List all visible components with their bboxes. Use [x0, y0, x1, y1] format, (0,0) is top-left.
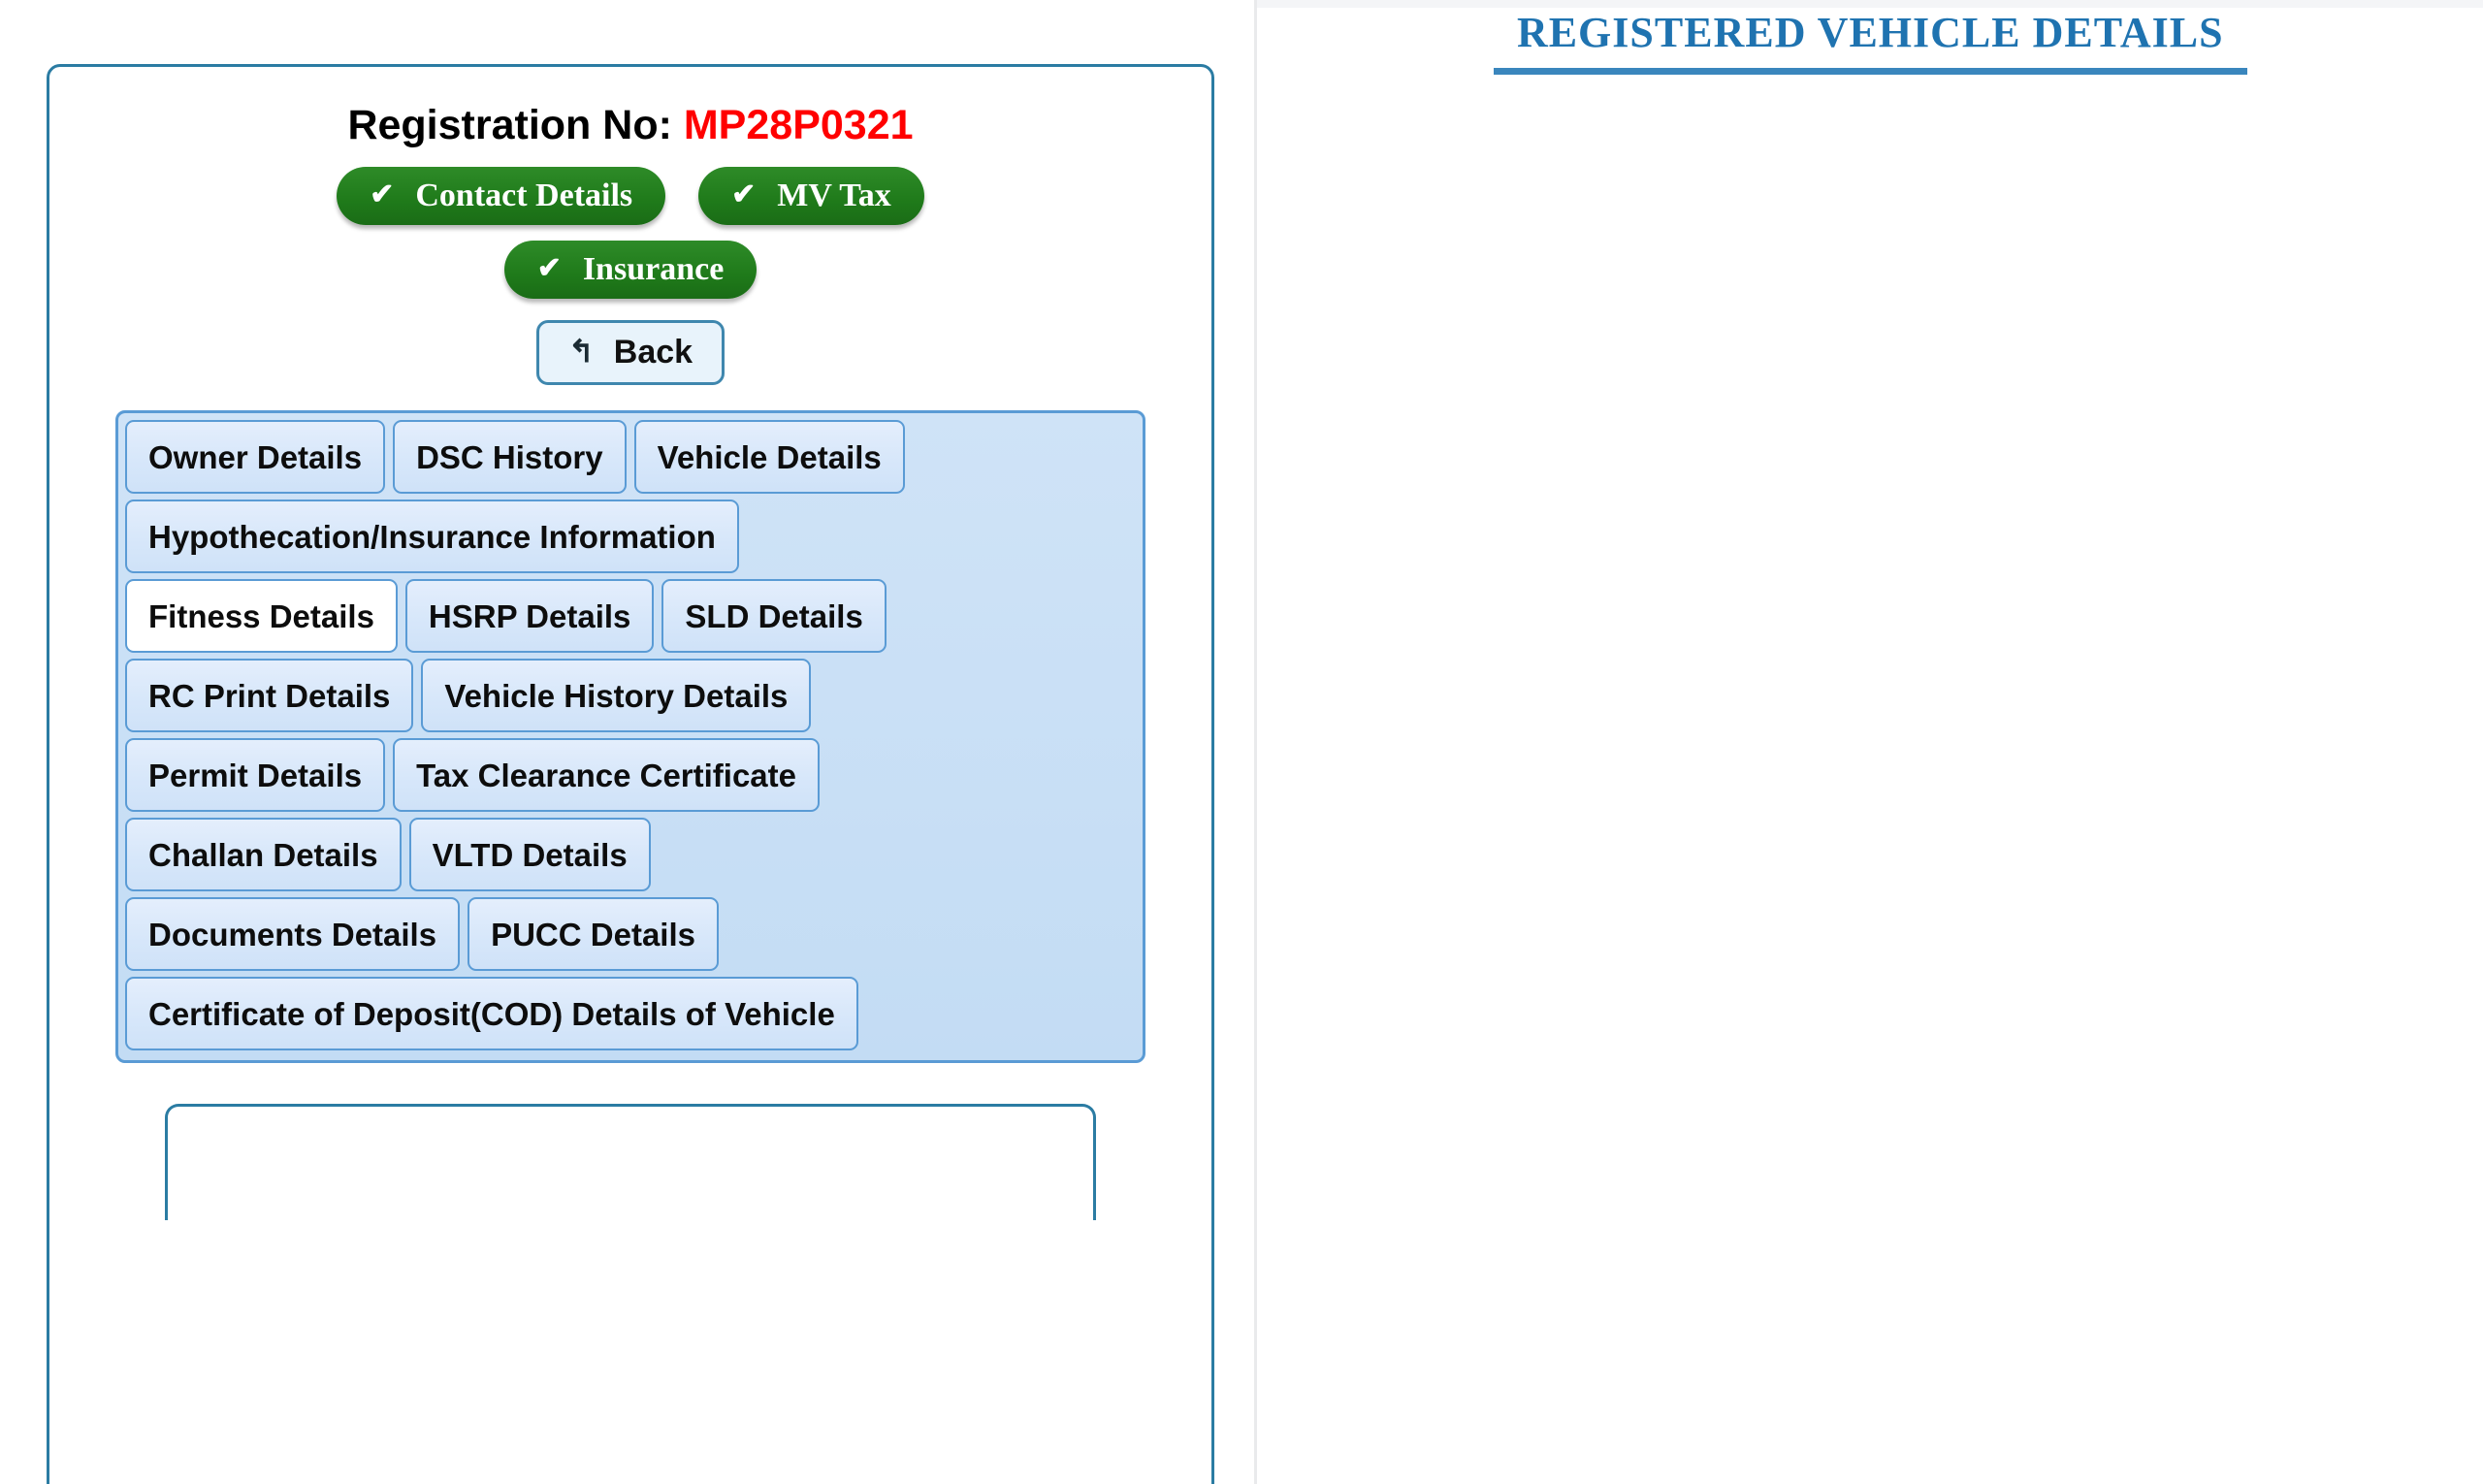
left-detail-subcard	[165, 1104, 1096, 1220]
left-registration-number: MP28P0321	[683, 102, 914, 148]
tab-certificate-of-deposit-details[interactable]: Certificate of Deposit(COD) Details of V…	[125, 977, 858, 1050]
tab-hsrp-details[interactable]: HSRP Details	[404, 579, 655, 653]
tab-pucc-details[interactable]: PUCC Details	[468, 897, 719, 971]
tab-documents-details[interactable]: Documents Details	[125, 897, 461, 971]
status-pill-label: Contact Details	[415, 177, 633, 213]
left-status-pill-row-1: ✔ Contact Details ✔ MV Tax	[49, 167, 1211, 225]
tab-row: Fitness Details HSRP Details SLD Details	[125, 579, 1136, 653]
tab-permit-details[interactable]: Permit Details	[125, 738, 386, 812]
left-status-pill-group: ✔ Contact Details ✔ MV Tax ✔ Insurance	[49, 167, 1211, 299]
left-status-pill-row-2: ✔ Insurance	[49, 241, 1211, 299]
status-pill-insurance[interactable]: ✔ Insurance	[503, 241, 758, 299]
tab-row: Documents Details PUCC Details	[125, 897, 1136, 971]
tab-tax-clearance-certificate[interactable]: Tax Clearance Certificate	[393, 738, 821, 812]
left-registration-label: Registration No:	[347, 102, 672, 148]
left-registration-line: Registration No: MP28P0321	[49, 102, 1211, 149]
back-button-label: Back	[613, 334, 693, 371]
page-title-wrap: REGISTERED VEHICLE DETAILS	[1257, 9, 2483, 76]
check-icon: ✔	[731, 178, 757, 210]
tab-sld-details[interactable]: SLD Details	[661, 579, 887, 653]
tab-row: RC Print Details Vehicle History Details	[125, 659, 1136, 732]
left-vehicle-card: Registration No: MP28P0321 ✔ Contact Det…	[47, 64, 1214, 1484]
tab-vehicle-history-details[interactable]: Vehicle History Details	[421, 659, 812, 732]
left-back-button-wrap: ↰ Back	[49, 320, 1211, 385]
tab-row: Owner Details DSC History Vehicle Detail…	[125, 420, 1136, 494]
tab-vehicle-details[interactable]: Vehicle Details	[633, 420, 905, 494]
page-title: REGISTERED VEHICLE DETAILS	[1493, 9, 2247, 76]
tab-row: Certificate of Deposit(COD) Details of V…	[125, 977, 1136, 1050]
status-pill-label: MV Tax	[777, 177, 891, 213]
left-tabs-panel: Owner Details DSC History Vehicle Detail…	[115, 410, 1145, 1063]
tab-hypothecation-insurance-information[interactable]: Hypothecation/Insurance Information	[125, 500, 739, 573]
tab-row: Hypothecation/Insurance Information	[125, 500, 1136, 573]
check-icon: ✔	[370, 178, 395, 210]
status-pill-contact-details[interactable]: ✔ Contact Details	[337, 167, 666, 225]
status-pill-label: Insurance	[582, 251, 725, 287]
left-pane: Registration No: MP28P0321 ✔ Contact Det…	[47, 64, 1214, 1484]
back-arrow-icon: ↰	[567, 333, 595, 369]
tab-dsc-history[interactable]: DSC History	[393, 420, 627, 494]
tab-rc-print-details[interactable]: RC Print Details	[125, 659, 414, 732]
tab-owner-details[interactable]: Owner Details	[125, 420, 386, 494]
tab-fitness-details[interactable]: Fitness Details	[125, 579, 398, 653]
tab-challan-details[interactable]: Challan Details	[125, 818, 402, 891]
tab-row: Challan Details VLTD Details	[125, 818, 1136, 891]
check-icon: ✔	[536, 252, 562, 284]
tab-row: Permit Details Tax Clearance Certificate	[125, 738, 1136, 812]
tab-vltd-details[interactable]: VLTD Details	[408, 818, 651, 891]
right-pane: REGISTERED VEHICLE DETAILS Registration …	[1254, 0, 2483, 1484]
back-button[interactable]: ↰ Back	[535, 320, 726, 385]
top-strip	[1257, 0, 2483, 8]
status-pill-mv-tax[interactable]: ✔ MV Tax	[698, 167, 924, 225]
